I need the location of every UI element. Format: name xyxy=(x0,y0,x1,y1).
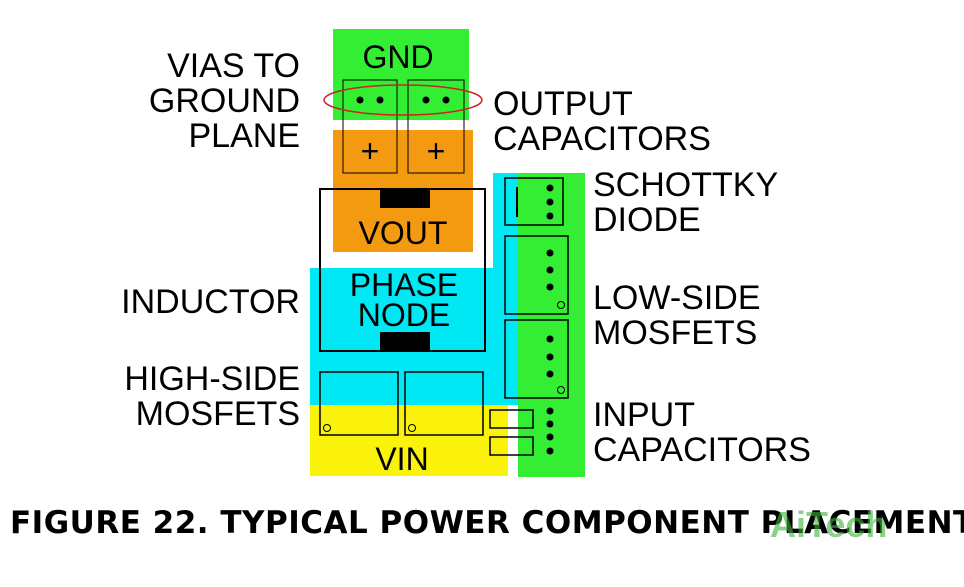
vias-highlight-ellipse xyxy=(323,84,483,116)
via xyxy=(546,407,554,415)
vin-label: VIN xyxy=(375,441,428,477)
input-capacitor-2 xyxy=(489,436,534,456)
phase-node-label-line1: PHASE xyxy=(350,267,458,303)
gnd-label: GND xyxy=(362,39,433,75)
figure-caption: FIGURE 22. TYPICAL POWER COMPONENT PLACE… xyxy=(10,505,964,541)
capacitor-plus-1: + xyxy=(361,133,380,169)
via xyxy=(546,184,554,192)
via xyxy=(546,370,554,378)
schottky-diode-label: SCHOTTKY DIODE xyxy=(593,166,779,239)
high-side-mosfet-1 xyxy=(319,371,399,436)
watermark: AiTech xyxy=(770,504,888,545)
vin-zone xyxy=(310,405,508,476)
schottky-diode xyxy=(504,177,564,226)
vout-label: VOUT xyxy=(359,215,448,251)
phase-node-label-line2: NODE xyxy=(358,297,450,333)
via xyxy=(546,420,554,428)
via xyxy=(546,266,554,274)
gnd-zone xyxy=(333,29,469,120)
vias-to-ground-plane-label: VIAS TO GROUND PLANE xyxy=(148,47,300,155)
pin1-marker xyxy=(408,424,416,432)
output-capacitor-1 xyxy=(342,79,398,174)
via xyxy=(546,353,554,361)
via xyxy=(546,335,554,343)
input-capacitor-1 xyxy=(489,409,534,429)
via xyxy=(546,249,554,257)
input-capacitors-label: INPUT CAPACITORS xyxy=(593,396,811,469)
low-side-mosfet-2 xyxy=(504,319,569,399)
via xyxy=(546,212,554,220)
pin1-marker xyxy=(557,386,565,394)
ground-via xyxy=(442,96,450,104)
via xyxy=(546,198,554,206)
ground-via xyxy=(422,96,430,104)
low-side-mosfet-1 xyxy=(504,235,569,315)
inductor-pad-bottom xyxy=(380,332,430,351)
via xyxy=(546,447,554,455)
inductor-label: INDUCTOR xyxy=(121,283,300,321)
ground-via xyxy=(356,96,364,104)
output-capacitor-2 xyxy=(407,79,465,174)
low-side-mosfets-label: LOW-SIDE MOSFETS xyxy=(593,279,761,352)
pin1-marker xyxy=(323,424,331,432)
via xyxy=(546,433,554,441)
high-side-mosfets-label: HIGH-SIDE MOSFETS xyxy=(124,360,300,433)
high-side-mosfet-2 xyxy=(404,371,484,436)
capacitor-plus-2: + xyxy=(427,133,446,169)
inductor-pad-top xyxy=(380,189,430,208)
pin1-marker xyxy=(557,301,565,309)
ground-via xyxy=(376,96,384,104)
output-capacitors-label: OUTPUT CAPACITORS xyxy=(493,85,711,158)
via xyxy=(546,283,554,291)
